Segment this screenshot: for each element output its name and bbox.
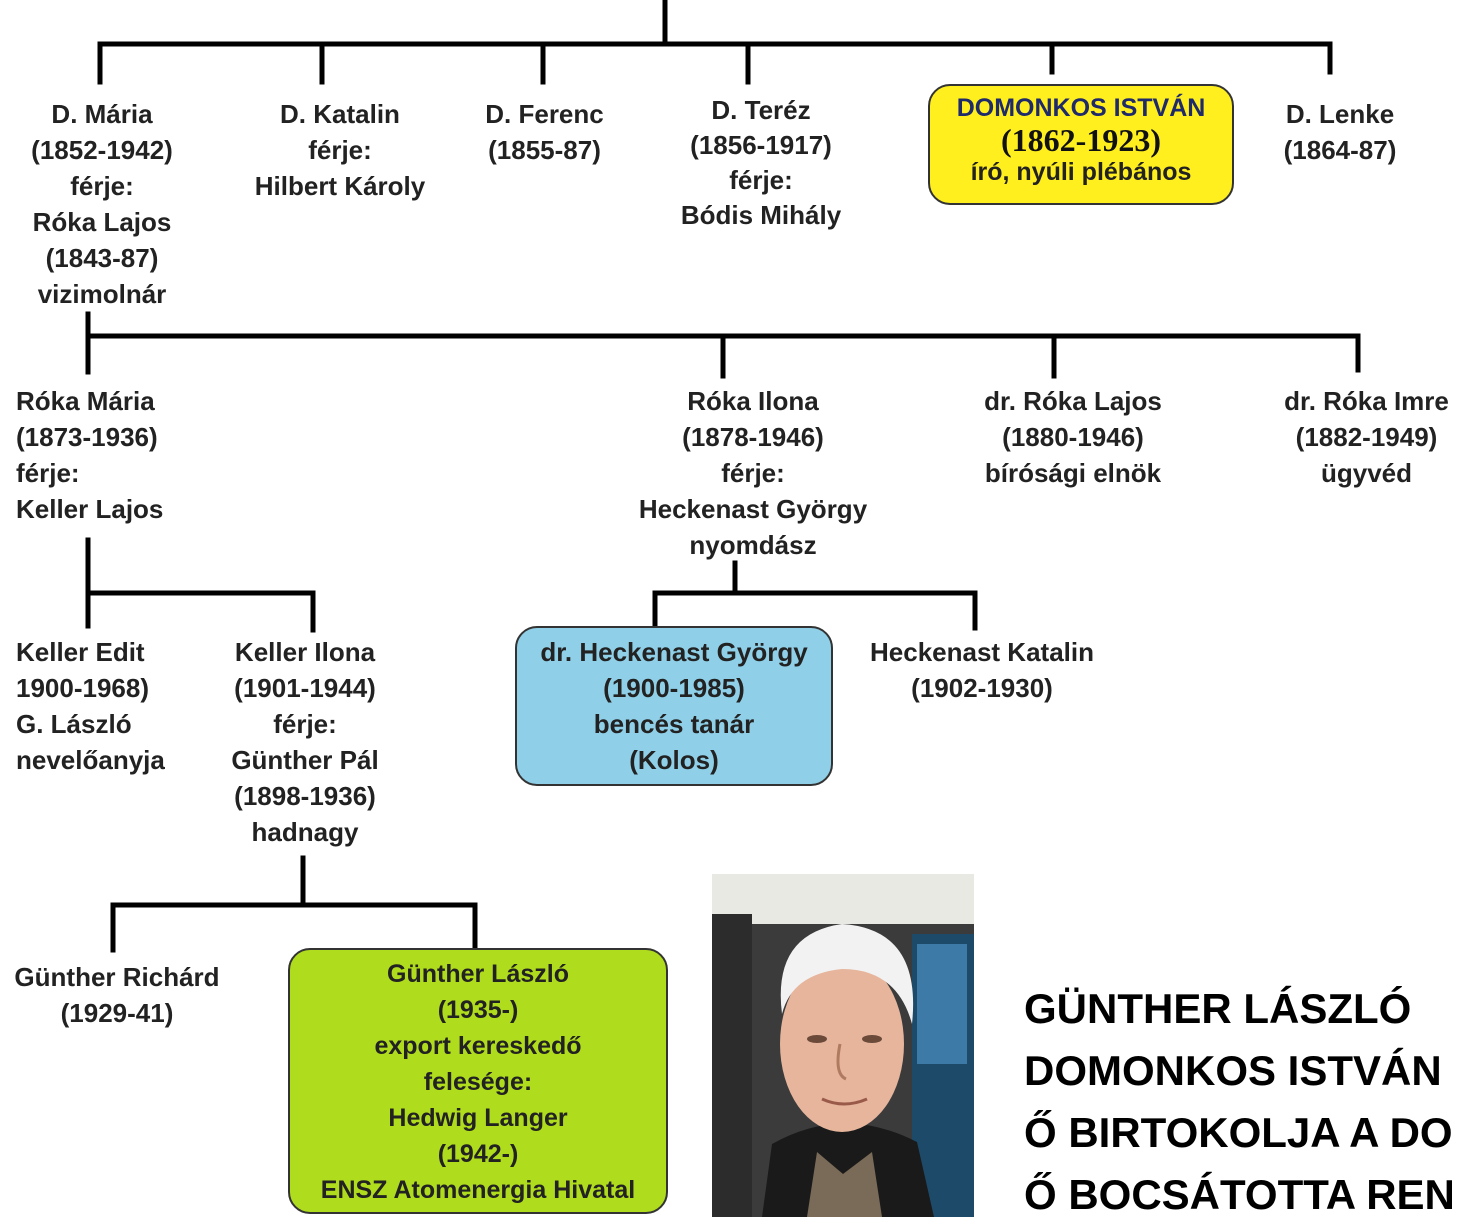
person-text-line: (1942-) — [437, 1140, 519, 1168]
person-text-line: férje: — [16, 458, 80, 488]
person-text-line: D. Katalin — [280, 99, 400, 129]
person-text-line: (1856-1917) — [690, 130, 832, 160]
person-text-line: (1882-1949) — [1295, 422, 1438, 452]
person-text-line: (1873-1936) — [16, 422, 158, 452]
person-text-line: Keller Ilona — [234, 637, 376, 667]
person-text-line: nevelőanyja — [16, 745, 165, 775]
person-text-line: (1929-41) — [60, 998, 174, 1028]
caption-line: DOMONKOS ISTVÁN — [1024, 1047, 1442, 1094]
person-text-line: Hilbert Károly — [254, 171, 426, 201]
person-text-line: vizimolnár — [37, 279, 167, 309]
person-text-line: (1862-1923) — [1001, 122, 1161, 158]
person-text-line: D. Lenke — [1285, 99, 1395, 129]
person-text-line: Günther Pál — [231, 745, 379, 775]
person-text-line: D. Ferenc — [485, 99, 604, 129]
person-text-line: Bódis Mihály — [680, 200, 842, 230]
person-text-line: Róka Ilona — [687, 386, 819, 416]
person-text-line: (1878-1946) — [682, 422, 824, 452]
person-text-line: D. Mária — [51, 99, 153, 129]
person-text-line: (1864-87) — [1283, 135, 1397, 165]
caption-line: GÜNTHER LÁSZLÓ — [1024, 985, 1412, 1032]
person-text-line: Günther Richárd — [14, 962, 220, 992]
person-text-line: férje: — [729, 165, 793, 195]
person-roka-maria: Róka Mária (1873-1936) férje: Keller Lajos — [16, 383, 196, 527]
person-text-line: D. Teréz — [711, 95, 811, 125]
person-text-line: (1852-1942) — [31, 135, 173, 165]
person-text-line: (1898-1936) — [234, 781, 376, 811]
person-text-line: dr. Heckenast György — [540, 637, 808, 667]
person-istvan-highlight: DOMONKOS ISTVÁN(1862-1923)író, nyúli plé… — [928, 84, 1234, 205]
person-text-line: Hedwig Langer — [388, 1104, 568, 1132]
person-text-line: író, nyúli plébános — [970, 158, 1192, 186]
person-roka-imre: dr. Róka Imre (1882-1949) ügyvéd — [1268, 383, 1465, 491]
person-text-line: hadnagy — [251, 817, 359, 847]
person-text-line: dr. Róka Lajos — [984, 386, 1162, 416]
person-text-line: dr. Róka Imre — [1284, 386, 1449, 416]
person-text-line: export kereskedő — [374, 1032, 582, 1060]
caption-line: Ő BIRTOKOLJA A DO — [1024, 1109, 1453, 1156]
portrait-illustration — [712, 874, 974, 1217]
person-text-line: (Kolos) — [629, 745, 719, 775]
person-text-line: férje: — [308, 135, 372, 165]
person-keller-edit: Keller Edit 1900-1968) G. László nevelőanyj… — [16, 634, 196, 778]
person-text-line: (1880-1946) — [1002, 422, 1144, 452]
person-roka-ilona: Róka Ilona (1878-1946) férje: Heckenast Gyö… — [618, 383, 888, 563]
person-keller-ilona: Keller Ilona (1901-1944) férje: Günther Pál… — [210, 634, 400, 850]
person-text-line: férje: — [721, 458, 785, 488]
person-text-line: felesége: — [423, 1068, 533, 1096]
caption-line: Ő BOCSÁTOTTA REN — [1024, 1171, 1455, 1218]
person-lenke: D. Lenke (1864-87) — [1270, 96, 1410, 168]
person-text-line: (1900-1985) — [603, 673, 745, 703]
person-text-line: férje: — [273, 709, 337, 739]
person-text-line: (1935-) — [437, 996, 519, 1024]
person-katalin: D. Katalin férje: Hilbert Károly — [240, 96, 440, 204]
person-text-line: (1843-87) — [45, 243, 159, 273]
person-text-line: G. László — [16, 709, 132, 739]
person-text-line: Keller Lajos — [16, 494, 164, 524]
person-text-line: (1902-1930) — [911, 673, 1053, 703]
person-ferenc: D. Ferenc (1855-87) — [462, 96, 627, 168]
person-text-line: Heckenast Katalin — [870, 637, 1094, 667]
person-text-line: DOMONKOS ISTVÁN — [956, 94, 1206, 122]
person-gunther-richard: Günther Richárd (1929-41) — [4, 959, 230, 1031]
person-text-line: Keller Edit — [16, 637, 145, 667]
caption-text: GÜNTHER LÁSZLÓ DOMONKOS ISTVÁN Ő BIRTOKO… — [1024, 978, 1465, 1226]
person-text-line: 1900-1968) — [16, 673, 149, 703]
person-text-line: Heckenast György — [638, 494, 868, 524]
person-roka-lajos: dr. Róka Lajos (1880-1946) bírósági elnök — [962, 383, 1184, 491]
person-text-line: bírósági elnök — [984, 458, 1162, 488]
person-maria: D. Mária (1852-1942) férje: Róka Lajos (1843… — [12, 96, 192, 312]
person-text-line: (1901-1944) — [234, 673, 376, 703]
person-text-line: nyomdász — [689, 530, 817, 560]
person-text-line: Günther László — [387, 960, 569, 988]
person-text-line: Róka Lajos — [32, 207, 172, 237]
person-text-line: bencés tanár — [593, 709, 755, 739]
person-text-line: ügyvéd — [1320, 458, 1413, 488]
person-heckenast-gyorgy-highlight: dr. Heckenast György (1900-1985) bencés ta… — [515, 626, 833, 786]
portrait-photo — [712, 874, 974, 1217]
person-text-line: ENSZ Atomenergia Hivatal — [320, 1176, 636, 1204]
person-gunther-laszlo-highlight: Günther László (1935-) export kereskedő fel… — [288, 948, 668, 1214]
person-text-line: (1855-87) — [488, 135, 601, 165]
person-heckenast-katalin: Heckenast Katalin (1902-1930) — [852, 634, 1112, 706]
person-text-line: Róka Mária — [16, 386, 155, 416]
person-terez: D. Teréz (1856-1917) férje: Bódis Mihály — [666, 93, 856, 233]
person-text-line: férje: — [70, 171, 134, 201]
